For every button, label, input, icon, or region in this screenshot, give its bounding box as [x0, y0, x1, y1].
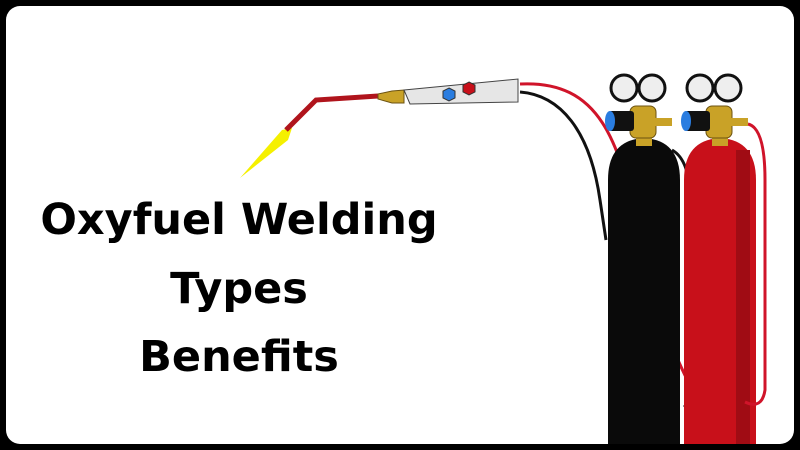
thumbnail-canvas: Oxyfuel Welding Types Benefits: [6, 6, 794, 444]
title-line-2: Types: [170, 264, 308, 314]
acetylene-cylinder-red: [684, 122, 767, 444]
flame: [240, 128, 292, 178]
oxygen-cylinder-black: [608, 138, 692, 444]
welding-torch: [240, 78, 519, 178]
title-line-1: Oxyfuel Welding: [40, 195, 438, 245]
red-valve: [462, 81, 476, 96]
black-hose: [519, 90, 608, 241]
regulator-black-cylinder: [605, 73, 672, 146]
title-line-3: Benefits: [139, 332, 339, 382]
regulator-red-cylinder: [681, 73, 748, 146]
blue-valve: [442, 87, 456, 102]
welding-illustration: [240, 73, 767, 444]
